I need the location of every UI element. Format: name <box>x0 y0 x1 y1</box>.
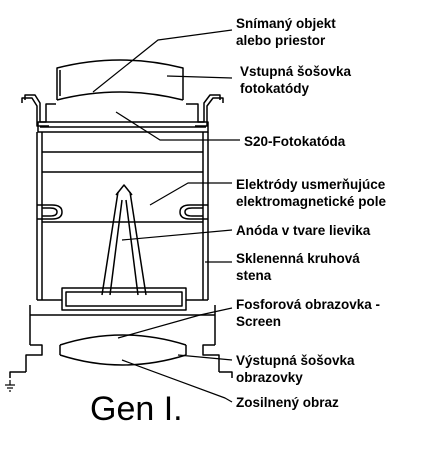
upper-flange <box>21 94 224 133</box>
label-object: Snímaný objekt alebo priestor <box>236 15 336 49</box>
label-input-lens: Vstupná šošovka fotokatódy <box>240 63 351 97</box>
funnel-anode-shape <box>101 184 147 296</box>
label-glass-wall-line-2: stena <box>236 268 272 283</box>
label-output-lens-line-1: Výstupná šošovka <box>236 353 355 368</box>
label-electrodes: Elektródy usmerňujúce elektromagnetické … <box>236 176 386 210</box>
label-phosphor-screen-line-1: Fosforová obrazovka - <box>236 297 381 312</box>
label-phosphor-screen: Fosforová obrazovka - Screen <box>236 296 380 330</box>
electrodes-shape <box>37 151 208 223</box>
label-anode: Anóda v tvare lievika <box>236 223 371 238</box>
leader-lines <box>92 29 240 403</box>
label-glass-wall: Sklenenná kruhová stena <box>236 250 360 284</box>
label-object-line-1: Snímaný objekt <box>236 16 336 31</box>
label-object-line-2: alebo priestor <box>236 33 326 48</box>
glass-wall <box>36 132 209 300</box>
input-lens-shape <box>56 59 184 101</box>
ground-symbol <box>5 380 15 392</box>
label-output-lens: Výstupná šošovka obrazovky <box>236 352 355 386</box>
label-electrodes-line-1: Elektródy usmerňujúce <box>236 177 386 192</box>
phosphor-screen-shape <box>37 287 208 311</box>
label-photocathode: S20-Fotokatóda <box>244 134 346 149</box>
output-lens-shape <box>59 334 187 366</box>
diagram-title: Gen I. <box>90 390 183 428</box>
label-electrodes-line-2: elektromagnetické pole <box>236 194 387 209</box>
label-input-lens-line-1: Vstupná šošovka <box>240 64 352 79</box>
label-phosphor-screen-line-2: Screen <box>236 314 282 329</box>
label-amplified-image: Zosilnený obraz <box>236 395 339 410</box>
label-glass-wall-line-1: Sklenenná kruhová <box>236 251 360 266</box>
label-input-lens-line-2: fotokatódy <box>240 81 309 96</box>
label-output-lens-line-2: obrazovky <box>236 370 303 385</box>
